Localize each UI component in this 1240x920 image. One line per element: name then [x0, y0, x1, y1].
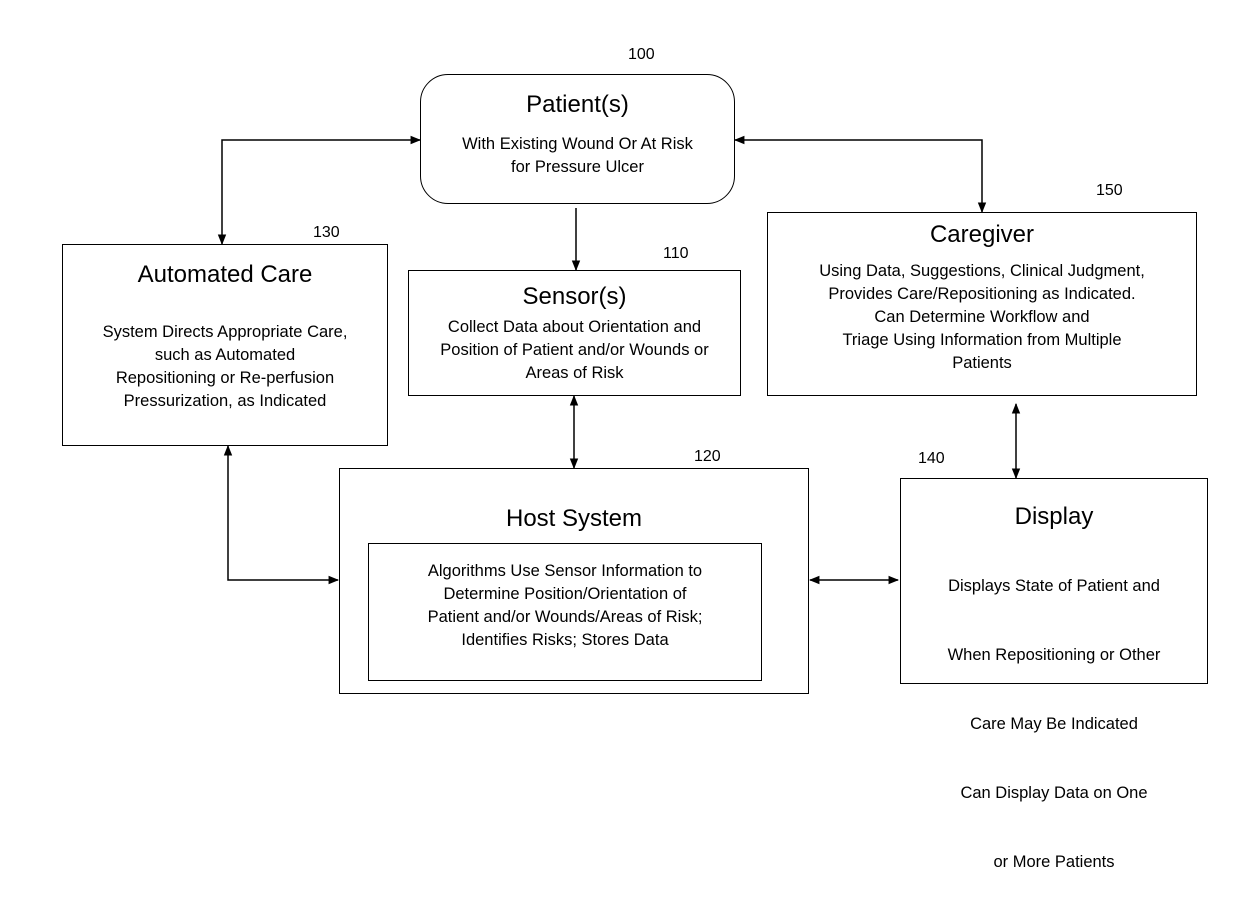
- ref-label-100: 100: [628, 46, 655, 64]
- arrow-automated-care-host: [228, 446, 338, 580]
- ref-label-120: 120: [694, 448, 721, 466]
- patient-node: Patient(s) With Existing Wound Or At Ris…: [420, 74, 735, 204]
- automated-care-title: Automated Care: [63, 261, 387, 289]
- display-line: Care May Be Indicated: [901, 713, 1207, 736]
- ref-label-150: 150: [1096, 182, 1123, 200]
- host-system-title: Host System: [340, 505, 808, 533]
- display-node: Display Displays State of Patient and Wh…: [900, 478, 1208, 684]
- automated-care-node: Automated Care System Directs Appropriat…: [62, 244, 388, 446]
- display-description: Displays State of Patient and When Repos…: [901, 529, 1207, 920]
- automated-care-line: Repositioning or Re-perfusion: [63, 367, 387, 390]
- arrow-patient-caregiver: [735, 140, 982, 212]
- display-title: Display: [901, 503, 1207, 531]
- ref-label-130: 130: [313, 224, 340, 242]
- host-system-line: Algorithms Use Sensor Information to: [369, 560, 761, 583]
- host-system-node: Host System Algorithms Use Sensor Inform…: [339, 468, 809, 694]
- patient-line: With Existing Wound Or At Risk: [421, 133, 734, 156]
- host-system-inner-box: Algorithms Use Sensor Information to Det…: [368, 543, 762, 681]
- ref-label-140: 140: [918, 450, 945, 468]
- caregiver-description: Using Data, Suggestions, Clinical Judgme…: [768, 260, 1196, 375]
- patient-title: Patient(s): [421, 91, 734, 119]
- display-line: Displays State of Patient and: [901, 575, 1207, 598]
- display-line: Can Display Data on One: [901, 782, 1207, 805]
- patient-line: for Pressure Ulcer: [421, 156, 734, 179]
- caregiver-line: Provides Care/Repositioning as Indicated…: [768, 283, 1196, 306]
- host-system-description: Algorithms Use Sensor Information to Det…: [369, 560, 761, 652]
- display-line: When Repositioning or Other: [901, 644, 1207, 667]
- caregiver-node: Caregiver Using Data, Suggestions, Clini…: [767, 212, 1197, 396]
- sensor-description: Collect Data about Orientation and Posit…: [409, 316, 740, 385]
- display-line: or More Patients: [901, 851, 1207, 874]
- host-system-line: Patient and/or Wounds/Areas of Risk;: [369, 606, 761, 629]
- host-system-line: Determine Position/Orientation of: [369, 583, 761, 606]
- automated-care-line: such as Automated: [63, 344, 387, 367]
- sensor-line: Areas of Risk: [409, 362, 740, 385]
- automated-care-description: System Directs Appropriate Care, such as…: [63, 321, 387, 413]
- caregiver-line: Using Data, Suggestions, Clinical Judgme…: [768, 260, 1196, 283]
- sensor-line: Collect Data about Orientation and: [409, 316, 740, 339]
- sensor-node: Sensor(s) Collect Data about Orientation…: [408, 270, 741, 396]
- caregiver-line: Patients: [768, 352, 1196, 375]
- caregiver-line: Can Determine Workflow and: [768, 306, 1196, 329]
- sensor-line: Position of Patient and/or Wounds or: [409, 339, 740, 362]
- automated-care-line: System Directs Appropriate Care,: [63, 321, 387, 344]
- sensor-title: Sensor(s): [409, 283, 740, 311]
- host-system-line: Identifies Risks; Stores Data: [369, 629, 761, 652]
- ref-label-110: 110: [663, 245, 689, 263]
- caregiver-title: Caregiver: [768, 221, 1196, 249]
- caregiver-line: Triage Using Information from Multiple: [768, 329, 1196, 352]
- automated-care-line: Pressurization, as Indicated: [63, 390, 387, 413]
- patient-description: With Existing Wound Or At Risk for Press…: [421, 133, 734, 179]
